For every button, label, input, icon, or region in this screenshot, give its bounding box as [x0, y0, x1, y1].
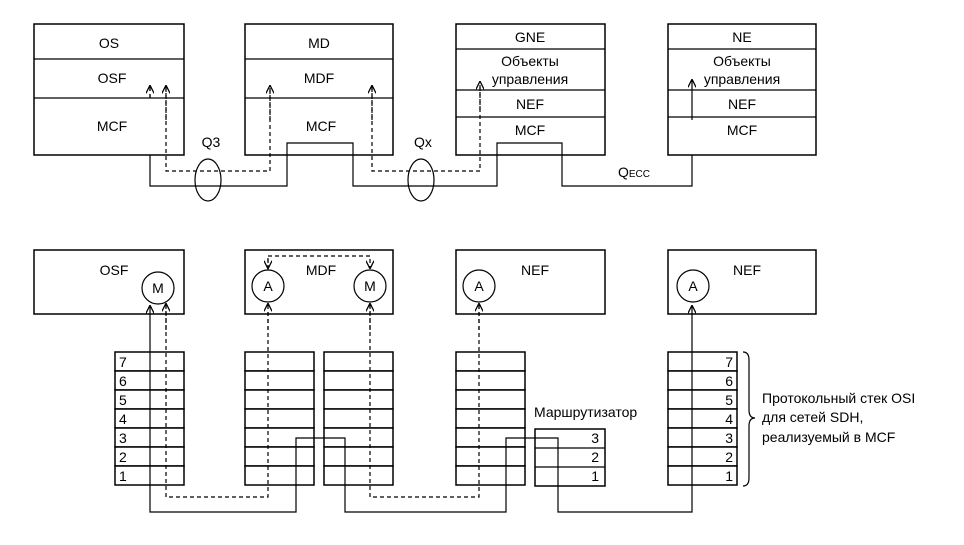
- md-mdf-label: MDF: [304, 70, 334, 86]
- md-stack-left-layer-cell: [244, 465, 315, 486]
- mdf-agent-label: A: [263, 278, 273, 294]
- router-layer-2: 2: [591, 449, 599, 465]
- qx-interface-ellipse: [407, 158, 435, 202]
- md-stack-right: [323, 351, 394, 486]
- mdf-manager-circle: [353, 269, 387, 303]
- qecc-label: QECC: [618, 164, 650, 180]
- md-stack-right-layer-cell: [323, 465, 394, 486]
- router-layer-1: 1: [591, 468, 599, 484]
- osf-stack-layer-label: 2: [119, 449, 127, 465]
- ne-title: NE: [732, 29, 751, 45]
- ne-block: NE Объекты управления NEF MCF: [667, 23, 817, 156]
- q3-interface-ellipse: [194, 158, 222, 202]
- gne-nef-block: NEF A: [455, 249, 606, 315]
- gne-title: GNE: [515, 29, 545, 45]
- os-block: OS OSF MCF: [33, 23, 185, 156]
- gne-stack-layer-cell: [455, 408, 526, 429]
- os-title: OS: [99, 35, 119, 51]
- osf-stack-layer-label: 6: [119, 373, 127, 389]
- ne-nef-block-label: NEF: [733, 262, 761, 278]
- osf-manager-label: M: [152, 280, 164, 296]
- qx-label: Qx: [414, 134, 432, 150]
- caption-line-2: для сетей SDH,: [762, 409, 863, 425]
- router-label: Маршрутизатор: [534, 404, 637, 420]
- router-stack: Маршрутизатор 3 2 1: [534, 404, 637, 487]
- md-title: MD: [308, 35, 330, 51]
- mdf-block: MDF A M: [244, 249, 394, 315]
- gne-mcf-label: MCF: [515, 122, 545, 138]
- osf-stack-layer-label: 4: [119, 411, 127, 427]
- bottom-physical-link: [149, 437, 693, 513]
- md-stack-right-layer-cell: [323, 370, 394, 391]
- gne-agent-circle: [462, 269, 496, 303]
- gne-objects-line2: управления: [492, 71, 568, 87]
- gne-objects-line1: Объекты: [501, 53, 559, 69]
- osf-manager-circle: [141, 271, 175, 305]
- md-stack-left-layer-cell: [244, 408, 315, 429]
- bottom-logical-link-mdf-gne: [369, 304, 480, 498]
- md-stack-right-layer-cell: [323, 408, 394, 429]
- ne-nef-label: NEF: [728, 96, 756, 112]
- top-physical-link-os-md: [149, 142, 354, 187]
- ne-stack-layer-label: 6: [725, 373, 733, 389]
- top-physical-link-md-gne: [352, 142, 693, 187]
- gne-stack-layer-cell: [455, 370, 526, 391]
- stack-brace: [742, 351, 756, 487]
- ne-stack-layer-cell: [667, 465, 738, 486]
- md-stack-left-layer-cell: [244, 370, 315, 391]
- md-stack-right-layer-cell: [323, 351, 394, 372]
- gne-nef-label: NEF: [516, 96, 544, 112]
- md-stack-right-layer-cell: [323, 389, 394, 410]
- ne-stack-layer-label: 3: [725, 430, 733, 446]
- md-stack-left-layer-cell: [244, 351, 315, 372]
- gne-agent-label: A: [474, 278, 484, 294]
- router-layer-3: 3: [591, 430, 599, 446]
- top-logical-link-md-gne: [371, 86, 481, 172]
- mdf-label: MDF: [306, 262, 336, 278]
- gne-stack: [455, 351, 526, 486]
- os-osf-label: OSF: [98, 70, 127, 86]
- gne-nef-block-label: NEF: [521, 262, 549, 278]
- md-stack-left-layer-cell: [244, 389, 315, 410]
- osf-label: OSF: [100, 262, 129, 278]
- ne-mcf-label: MCF: [727, 122, 757, 138]
- md-stack-left: [244, 351, 315, 486]
- q3-label: Q3: [202, 134, 221, 150]
- osf-stack-layer-label: 7: [119, 354, 127, 370]
- ne-agent-label: A: [688, 278, 698, 294]
- gne-stack-layer-cell: [455, 351, 526, 372]
- gne-block: GNE Объекты управления NEF MCF: [455, 23, 606, 156]
- gne-stack-layer-cell: [455, 465, 526, 486]
- ne-stack-layer-label: 1: [725, 468, 733, 484]
- os-mcf-label: MCF: [97, 118, 127, 134]
- osf-block: OSF M: [33, 249, 185, 315]
- osf-stack-layer-label: 1: [119, 468, 127, 484]
- gne-stack-layer-cell: [455, 389, 526, 410]
- ne-stack-layer-label: 4: [725, 411, 733, 427]
- osf-stack-layer-label: 5: [119, 392, 127, 408]
- md-stack-left-layer-cell: [244, 446, 315, 467]
- osf-stack-layer-label: 3: [119, 430, 127, 446]
- ne-objects-line1: Объекты: [713, 53, 771, 69]
- protocol-stacks: 7 6 5 4 3 2 1 7 6 5 4 3 2 1: [114, 351, 738, 486]
- md-stack-right-layer-cell: [323, 446, 394, 467]
- ne-stack-layer-label: 2: [725, 449, 733, 465]
- mdf-manager-label: M: [364, 278, 376, 294]
- caption-line-1: Протокольный стек OSI: [762, 390, 915, 406]
- ne-agent-circle: [676, 269, 710, 303]
- gne-stack-layer-cell: [455, 446, 526, 467]
- ne-nef-block: NEF A: [667, 249, 817, 315]
- md-mcf-label: MCF: [306, 118, 336, 134]
- ne-stack: 7 6 5 4 3 2 1: [667, 351, 738, 486]
- ne-stack-layer-label: 5: [725, 392, 733, 408]
- md-block: MD MDF MCF: [244, 23, 394, 156]
- ne-stack-layer-label: 7: [725, 354, 733, 370]
- caption-line-3: реализуемый в MCF: [762, 429, 895, 445]
- ne-objects-line2: управления: [704, 71, 780, 87]
